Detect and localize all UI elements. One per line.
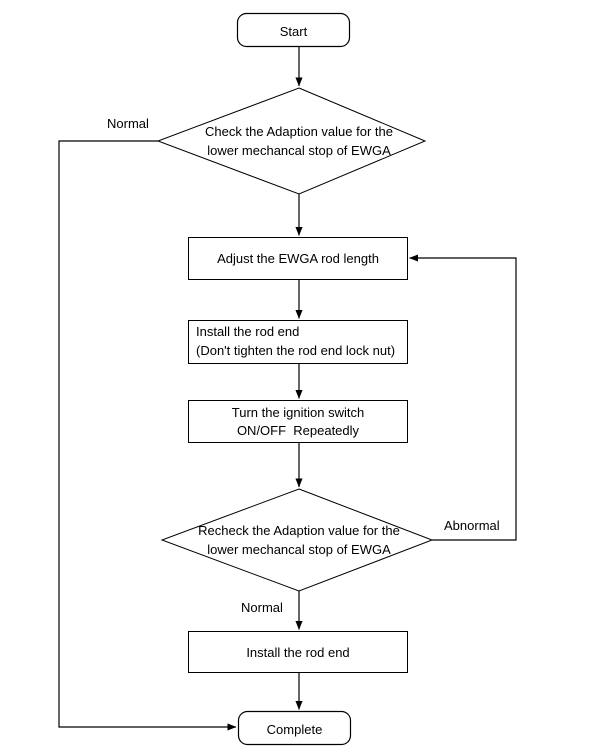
edge-label-recheck-normal: Normal bbox=[241, 600, 283, 615]
node-install-shape[interactable] bbox=[188, 631, 408, 673]
edge-label-check-normal: Normal bbox=[107, 116, 149, 131]
node-complete-shape[interactable] bbox=[237, 710, 352, 746]
edge-label-recheck-abnormal: Abnormal bbox=[444, 518, 500, 533]
node-check-shape[interactable] bbox=[156, 87, 427, 195]
node-recheck-shape[interactable] bbox=[160, 488, 434, 592]
node-ignition-shape[interactable] bbox=[188, 400, 408, 443]
node-start-shape[interactable] bbox=[236, 12, 351, 48]
edge-check-normal-to-complete bbox=[58, 140, 237, 731]
node-install-no-tighten-shape[interactable] bbox=[188, 320, 408, 364]
edge-recheck-abnormal-to-adjust bbox=[409, 254, 517, 541]
node-adjust-shape[interactable] bbox=[188, 237, 408, 280]
